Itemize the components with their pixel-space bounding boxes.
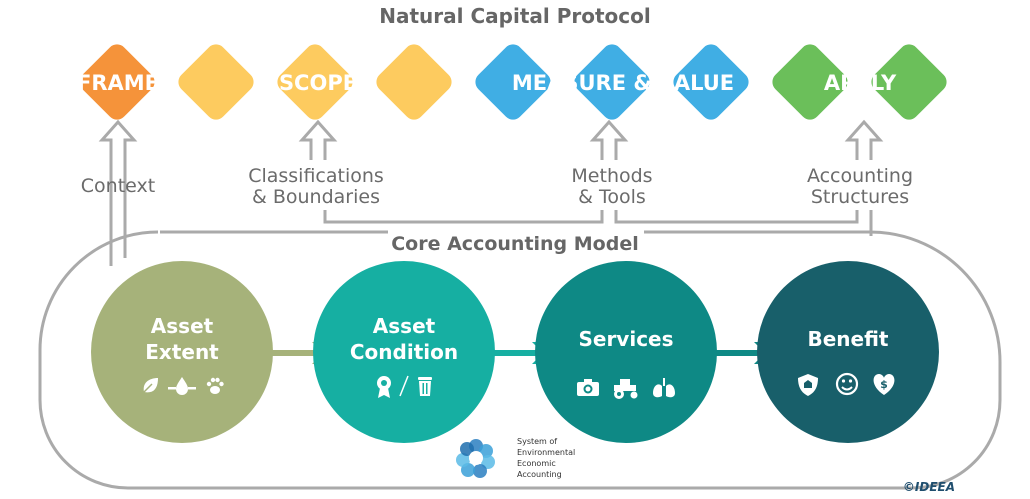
diamond-scope-2 <box>376 44 452 120</box>
stage-label-frame: FRAME <box>77 71 159 95</box>
connector-measure <box>589 119 629 160</box>
shield-icon <box>798 374 818 396</box>
copyright: ©IDEEA <box>903 480 955 494</box>
circle-label-condition-2: Condition <box>350 340 458 364</box>
diamond-measure-3 <box>673 44 749 120</box>
circle-services <box>535 261 717 443</box>
circle-label-benefit: Benefit <box>808 327 889 351</box>
link-label-methods-1: Methods <box>571 165 652 187</box>
paw-icon <box>206 377 224 394</box>
smiley-icon <box>835 372 859 396</box>
connector-measure-down <box>614 210 859 224</box>
slash-divider <box>399 375 409 397</box>
circle-label-condition-1: Asset <box>373 314 436 338</box>
connectors <box>98 119 884 266</box>
circle-label-extent-2: Extent <box>145 340 219 364</box>
diamond-frame <box>79 44 155 120</box>
circle-label-services: Services <box>578 327 673 351</box>
diamond-measure-1 <box>475 44 551 120</box>
diamond-row <box>79 44 947 120</box>
connector-scope-down <box>323 210 604 224</box>
circle-benefit <box>757 261 939 443</box>
circle-asset-extent <box>91 261 273 443</box>
award-icon <box>377 376 391 398</box>
stage-label-scope: SCOPE <box>279 71 357 95</box>
seea-line-4: Accounting <box>517 470 562 479</box>
seea-logo-icon <box>456 439 495 478</box>
diamond-apply-2 <box>871 44 947 120</box>
seea-line-3: Economic <box>517 459 556 468</box>
link-label-methods-2: & Tools <box>578 186 646 208</box>
connector-frame <box>98 119 138 266</box>
core-model-outline <box>38 230 1002 490</box>
link-label-accounting-2: Structures <box>811 186 909 208</box>
stage-label-apply: APPLY <box>824 71 897 95</box>
seea-line-2: Environmental <box>517 448 575 457</box>
circle-asset-condition <box>313 261 495 443</box>
tractor-icon <box>614 379 638 399</box>
leaf-icon <box>141 378 158 395</box>
diamond-measure-2 <box>574 44 650 120</box>
connector-scope <box>298 119 338 160</box>
trash-icon <box>418 377 432 396</box>
diamond-frame-2 <box>178 44 254 120</box>
svg-text:$: $ <box>880 378 888 391</box>
core-model-title: Core Accounting Model <box>391 233 639 255</box>
link-label-classifications-1: Classifications <box>248 165 384 187</box>
diagram-title: Natural Capital Protocol <box>379 4 650 28</box>
connector-apply <box>844 119 884 160</box>
diamond-scope <box>277 44 353 120</box>
link-label-accounting-1: Accounting <box>807 165 913 187</box>
lungs-icon <box>653 378 675 398</box>
stage-label-measure: MEASURE & VALUE <box>512 71 734 95</box>
camera-icon <box>577 379 599 396</box>
link-label-classifications-2: & Boundaries <box>252 186 380 208</box>
link-label-context: Context <box>81 175 155 197</box>
diamond-apply-1 <box>772 44 848 120</box>
water-drop-icon <box>168 377 196 395</box>
seea-line-1: System of <box>517 437 557 446</box>
circle-label-extent-1: Asset <box>151 314 214 338</box>
heart-dollar-icon: $ <box>873 374 895 395</box>
